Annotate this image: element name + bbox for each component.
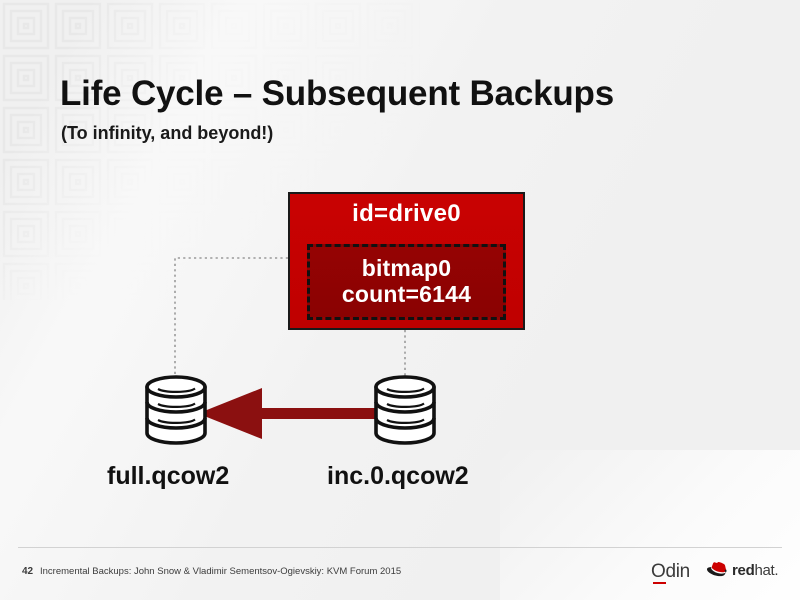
redhat-logo: redhat.	[707, 562, 779, 579]
odin-logo: Odin	[651, 561, 690, 582]
footer-page-number: 42	[22, 566, 34, 577]
disk-icon-inc-0-qcow2	[374, 375, 436, 445]
redhat-shadowman-icon	[707, 562, 727, 577]
disk-label-inc-0-qcow2: inc.0.qcow2	[327, 462, 469, 490]
page-title: Life Cycle – Subsequent Backups	[60, 74, 614, 113]
disk-icon-full-qcow2	[145, 375, 207, 445]
bitmap0-count: count=6144	[341, 281, 472, 307]
redhat-wordmark: redhat.	[732, 562, 779, 579]
drive0-id-label: id=drive0	[352, 200, 461, 227]
drive0-block: id=drive0 bitmap0 count=6144	[288, 192, 525, 330]
page-subtitle: (To infinity, and beyond!)	[61, 123, 274, 143]
redhat-wordmark-hat: hat.	[754, 562, 779, 579]
connector-drive0-to-full	[174, 257, 288, 385]
disk-label-full-qcow2: full.qcow2	[107, 462, 230, 490]
diagram-canvas	[145, 257, 436, 445]
redhat-wordmark-red: red	[732, 562, 755, 579]
bitmap0-block: bitmap0 count=6144	[307, 244, 506, 320]
footer-attribution-text: Incremental Backups: John Snow & Vladimi…	[40, 566, 402, 577]
bitmap0-name: bitmap0	[361, 255, 452, 282]
odin-logo-underline	[653, 582, 666, 584]
footer-divider	[18, 547, 782, 548]
backup-arrow-left	[198, 388, 378, 439]
